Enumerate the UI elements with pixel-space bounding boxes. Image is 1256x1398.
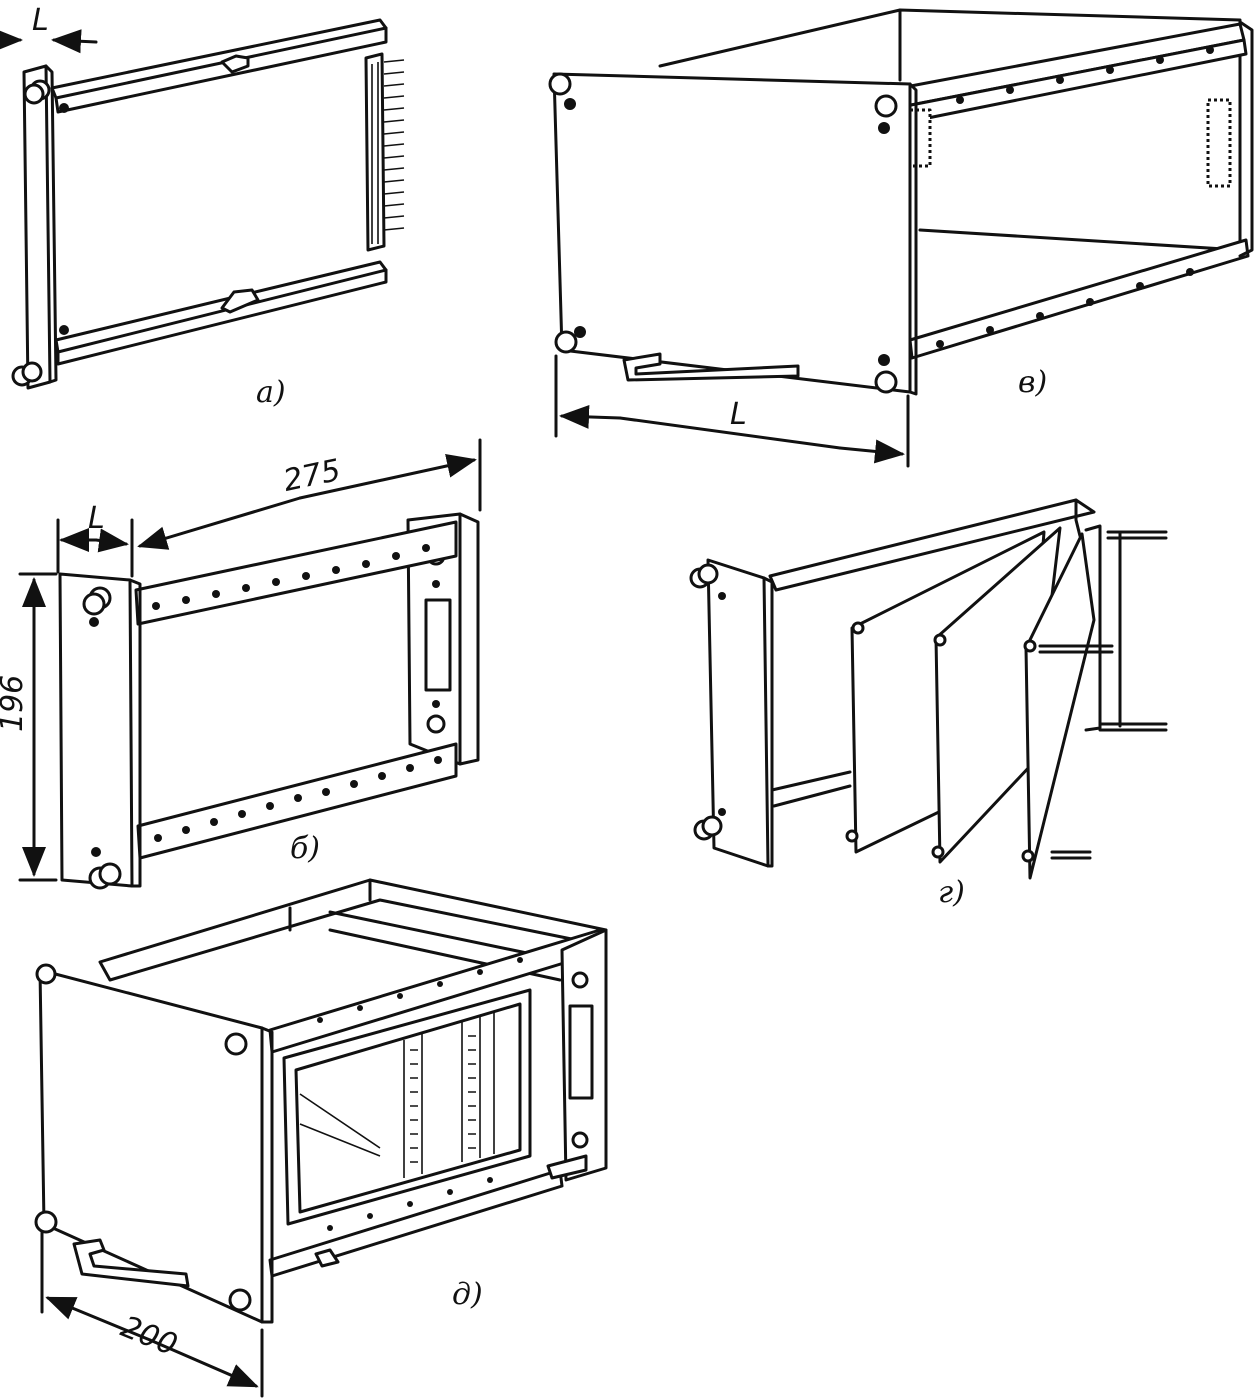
fig-d-dim-depth: 200 [116,1309,182,1363]
figure-b: L 275 196 б) [0,438,482,890]
figure-a: L а) [0,3,405,410]
fig-v-dim-l: L [730,397,747,432]
fig-d-caption: д) [452,1277,483,1312]
figure-d: 200 д) [34,878,608,1398]
fig-b-caption: б) [290,831,320,866]
figure-v: L в) [548,8,1254,468]
fig-g-caption: г) [938,875,965,910]
fig-v-caption: в) [1018,365,1047,400]
fig-a-dim-l: L [32,3,49,38]
figure-g: г) [689,498,1168,910]
fig-b-dim-height: 196 [0,675,30,732]
fig-b-dim-l: L [88,501,105,536]
fig-a-caption: а) [256,375,286,410]
